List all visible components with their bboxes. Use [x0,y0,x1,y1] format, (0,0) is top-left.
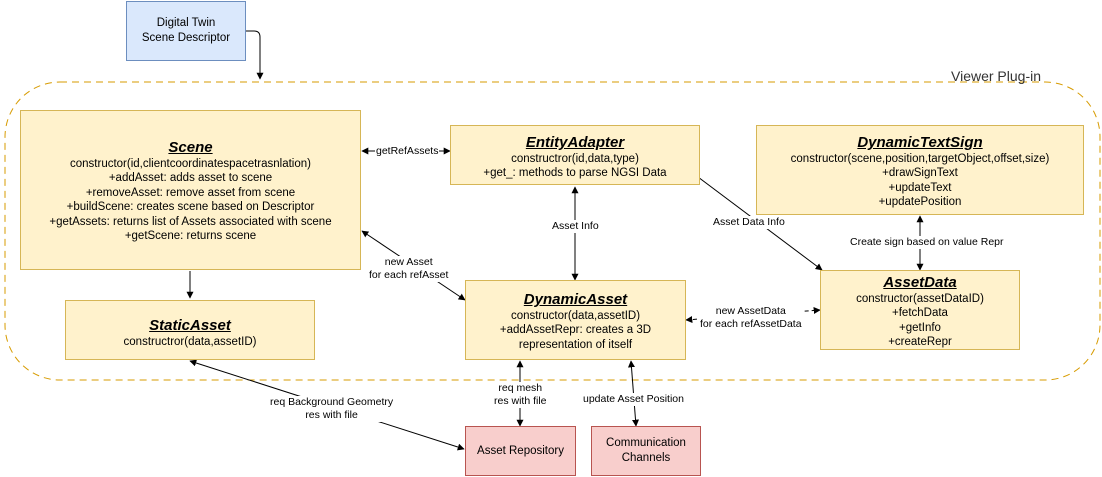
edge-label-req-mesh: req mesh res with file [493,382,548,408]
edge-label-update-position: update Asset Position [582,393,685,406]
scene-method-get-scene: +getScene: returns scene [124,230,257,243]
edge-label-req-mesh-line-1: req mesh [498,382,543,394]
dynamic-text-sign-constructor: constructor(scene,position,targetObject,… [790,153,1050,165]
scene-descriptor-node[interactable]: Digital Twin Scene Descriptor [126,1,246,61]
dynamic-text-sign-class[interactable]: DynamicTextSign constructor(scene,positi… [756,125,1084,215]
viewer-plugin-label: Viewer Plug-in [951,68,1042,84]
asset-data-method-create-repr: +createRepr [888,336,952,349]
scene-method-build-scene: +buildScene: creates scene based on Desc… [66,201,315,214]
entity-adapter-title: EntityAdapter [525,134,625,151]
scene-method-remove-asset: +removeAsset: remove asset from scene [85,186,296,199]
entity-adapter-constructor: constructror(id,data,type) [511,153,639,165]
edge-label-new-asset-line-2: for each refAsset [369,269,449,281]
dynamic-asset-method-add-repr-cont: representation of itself [518,338,633,351]
asset-data-constructor: constructor(assetDataID) [856,293,984,305]
comm-channels-line-1: Communication [606,437,686,449]
edge-descriptor-to-plugin [246,30,264,80]
dynamic-text-sign-method-update-text: +updateText [888,181,952,194]
entity-adapter-class[interactable]: EntityAdapter constructror(id,data,type)… [450,125,700,185]
asset-data-method-get-info: +getInfo [899,321,941,334]
descriptor-line-2: Scene Descriptor [141,32,231,44]
edge-label-new-asset: new Asset for each refAsset [368,256,450,282]
scene-method-add-asset: +addAsset: adds asset to scene [108,172,273,185]
comm-channels-line-2: Channels [621,452,671,464]
edge-label-new-asset-data-line-2: for each refAssetData [700,318,802,330]
dynamic-asset-class[interactable]: DynamicAsset constructor(data,assetID) +… [465,280,686,360]
dynamic-asset-title: DynamicAsset [523,291,628,308]
edge-label-new-asset-line-1: new Asset [384,256,433,268]
asset-repository-label: Asset Repository [477,444,564,457]
static-asset-constructor: constructror(data,assetID) [123,336,257,348]
asset-data-class[interactable]: AssetData constructor(assetDataID) +fetc… [820,270,1020,350]
edge-label-asset-info: Asset Info [551,220,600,233]
edge-label-get-ref-assets: getRefAssets [375,145,440,158]
scene-class[interactable]: Scene constructor(id,clientcoordinatespa… [20,110,361,270]
edge-label-asset-data-info: Asset Data Info [712,216,786,229]
dynamic-asset-method-add-repr: +addAssetRepr: creates a 3D [499,324,652,337]
descriptor-line-1: Digital Twin [156,17,216,29]
dynamic-text-sign-method-update-position: +updatePosition [878,196,962,209]
static-asset-title: StaticAsset [149,317,231,334]
edge-label-req-background: req Background Geometry res with file [269,396,395,422]
scene-constructor: constructor(id,clientcoordinatespacetras… [70,158,311,170]
edge-label-req-background-line-2: res with file [305,409,358,421]
scene-title: Scene [168,139,213,156]
entity-adapter-method-get: +get_: methods to parse NGSI Data [483,167,667,180]
communication-channels-node[interactable]: Communication Channels [591,426,701,476]
edge-label-req-background-line-1: req Background Geometry [270,396,394,408]
dynamic-asset-constructor: constructor(data,assetID) [510,310,641,322]
edge-label-new-asset-data-line-1: new AssetData [715,305,786,317]
edge-label-create-sign: Create sign based on value Repr [849,236,1005,249]
dynamic-text-sign-method-draw: +drawSignText [882,167,958,180]
edge-label-req-mesh-line-2: res with file [494,395,547,407]
asset-data-title: AssetData [883,274,957,291]
asset-repository-node[interactable]: Asset Repository [465,426,576,476]
scene-method-get-assets: +getAssets: returns list of Assets assoc… [49,215,332,228]
viewer-plugin-container [4,81,1101,381]
static-asset-class[interactable]: StaticAsset constructror(data,assetID) [65,300,315,360]
dynamic-text-sign-title: DynamicTextSign [857,134,983,151]
asset-data-method-fetch: +fetchData [892,307,948,320]
edge-label-new-asset-data: new AssetData for each refAssetData [699,305,803,331]
